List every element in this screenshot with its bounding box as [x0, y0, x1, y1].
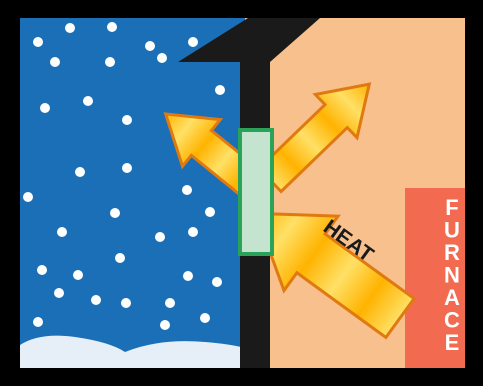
furnace-letter: N	[444, 263, 460, 288]
snowflake	[188, 37, 198, 47]
snowflake	[33, 37, 43, 47]
snowflake	[110, 208, 120, 218]
snowflake	[91, 295, 101, 305]
snowflake	[50, 57, 60, 67]
snowflake	[200, 313, 210, 323]
snowflake	[215, 85, 225, 95]
snowflake	[107, 22, 117, 32]
window	[240, 130, 272, 254]
snowflake	[37, 265, 47, 275]
snowflake	[212, 277, 222, 287]
snowflake	[105, 57, 115, 67]
snowflake	[205, 207, 215, 217]
furnace-letter: C	[444, 308, 460, 333]
snowflake	[188, 227, 198, 237]
snowflake	[65, 23, 75, 33]
snowflake	[40, 103, 50, 113]
snowflake	[23, 192, 33, 202]
snowflake	[121, 298, 131, 308]
snowflake	[155, 232, 165, 242]
furnace-letter: U	[444, 218, 460, 243]
furnace-letter: A	[444, 285, 460, 310]
snowflake	[54, 288, 64, 298]
snowflake	[160, 320, 170, 330]
snowflake	[122, 163, 132, 173]
snowflake	[33, 317, 43, 327]
night-sky	[20, 18, 245, 368]
furnace-letter: E	[445, 330, 460, 355]
snowflake	[57, 227, 67, 237]
snowflake	[157, 53, 167, 63]
furnace-letter: R	[444, 240, 460, 265]
snowflake	[115, 253, 125, 263]
snowflake	[122, 115, 132, 125]
snowflake	[145, 41, 155, 51]
snowflake	[75, 167, 85, 177]
snowflake	[83, 96, 93, 106]
snowflake	[183, 271, 193, 281]
snowflake	[73, 270, 83, 280]
furnace-letter: F	[445, 195, 458, 220]
snowflake	[182, 185, 192, 195]
snowflake	[165, 298, 175, 308]
